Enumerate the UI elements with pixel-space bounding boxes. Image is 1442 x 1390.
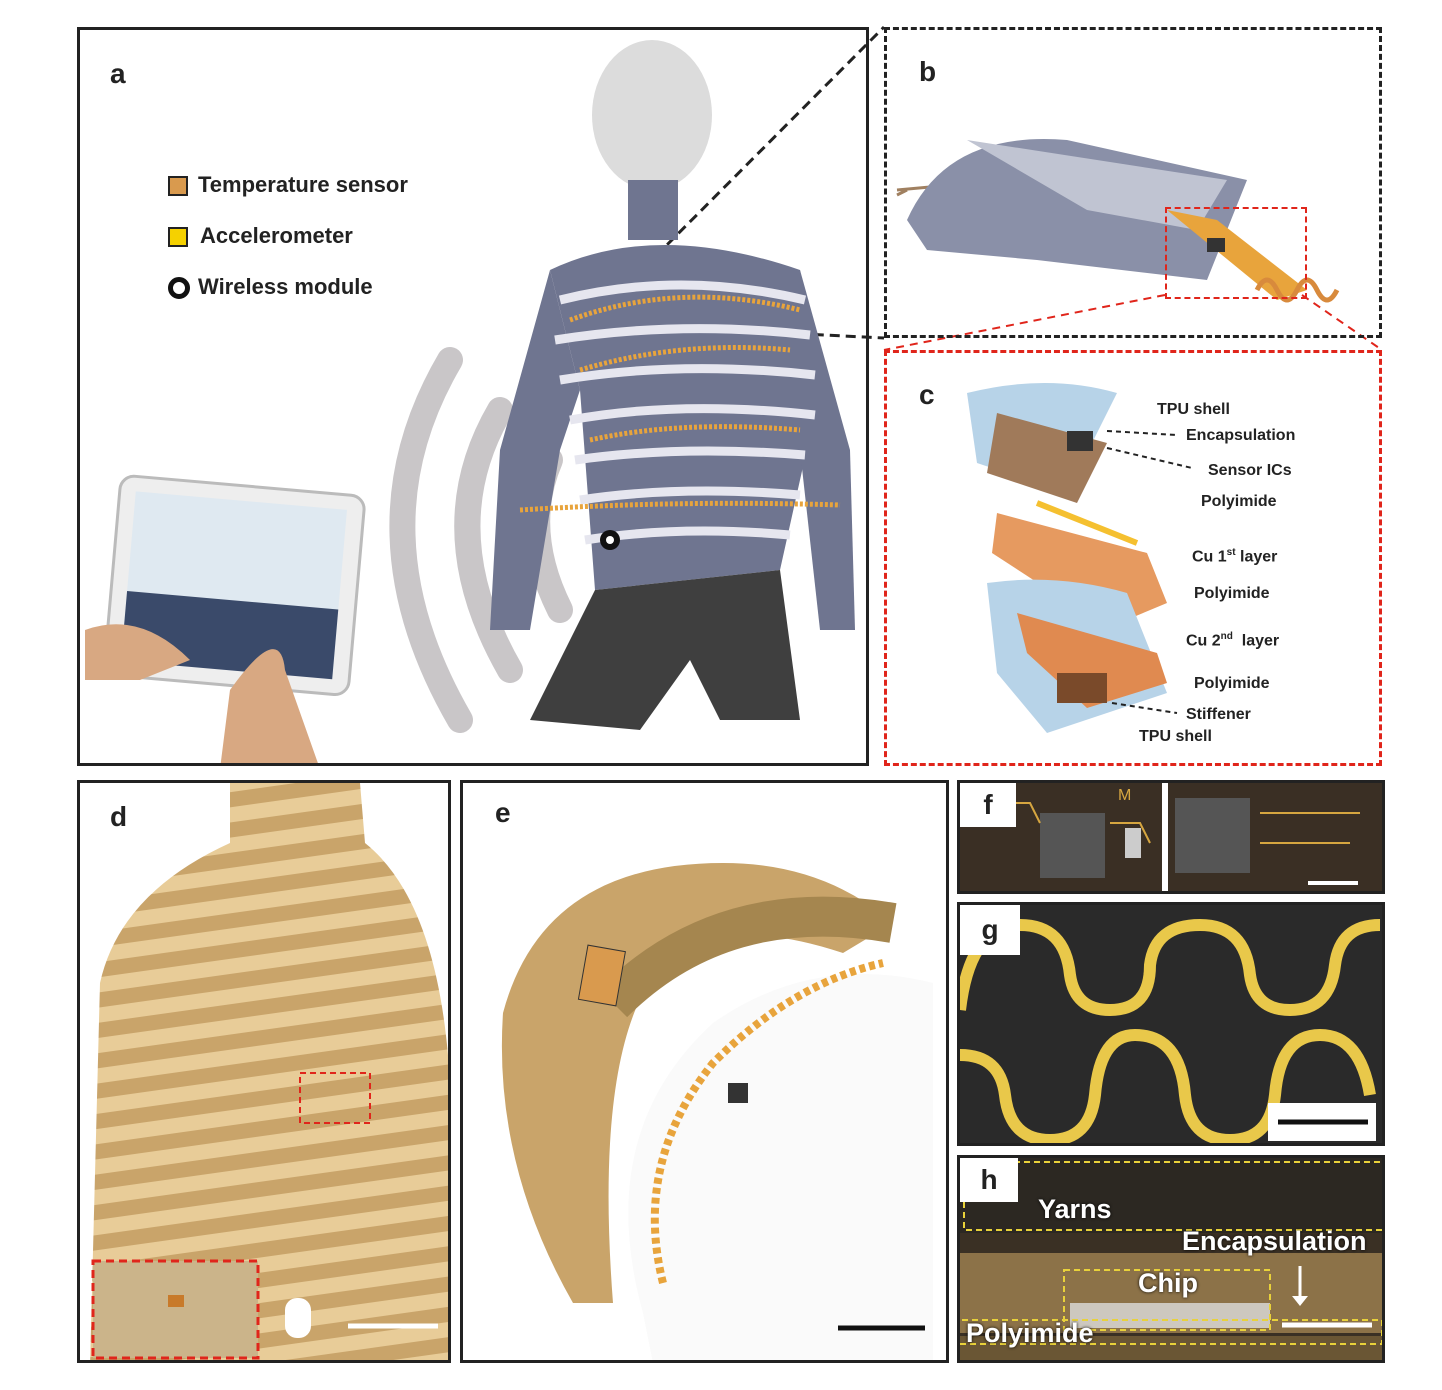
panel-label-b: b: [919, 56, 937, 87]
panel-label-a: a: [110, 58, 126, 89]
panel-c: c TPU shell Encapsulation Sensor ICs Pol…: [884, 350, 1382, 766]
pcb-micrograph: [970, 783, 1360, 891]
panel-label-e: e: [495, 797, 511, 828]
zoom-region-box: [1165, 207, 1307, 299]
arrow-down-icon: [1292, 1296, 1308, 1306]
accelerometer-swatch-icon: [168, 227, 188, 247]
annotation-yarns: Yarns: [1038, 1194, 1112, 1224]
panel-d: d: [77, 780, 451, 1363]
temperature-sensor-swatch-icon: [168, 176, 188, 196]
panel-label-c: c: [919, 379, 935, 410]
annotation-chip: Chip: [1138, 1268, 1198, 1298]
chip-marking: M: [1118, 787, 1132, 804]
fabric-with-sensor-strip-illustration: [896, 139, 1340, 303]
panel-label-h: h: [960, 1158, 1018, 1202]
cross-section-micrograph: [960, 1158, 1382, 1360]
panel-label-g: g: [960, 905, 1020, 955]
layer-label-sensor-ics: Sensor ICs: [1208, 462, 1292, 479]
panel-label-d: d: [110, 801, 128, 832]
panel-f: M f: [957, 780, 1385, 894]
layer-label-stiffener: Stiffener: [1186, 706, 1251, 723]
layer-label-polyimide-3: Polyimide: [1194, 675, 1270, 692]
wristband-photo: [501, 863, 933, 1360]
panel-b: b: [884, 27, 1382, 338]
layer-label-cu-2nd: Cu 2nd layer: [1186, 631, 1280, 650]
panel-a: a Temperature sensor Accelerometer Wirel…: [77, 27, 869, 766]
layer-label-cu-1st: Cu 1st layer: [1192, 547, 1278, 566]
layer-label-tpu-shell-top: TPU shell: [1157, 401, 1230, 418]
annotation-encapsulation: Encapsulation: [1182, 1226, 1367, 1256]
panel-h: h Yarns Encapsulation Chip Polyimide: [957, 1155, 1385, 1363]
wireless-module-circle-icon: [168, 277, 190, 299]
layer-label-encapsulation: Encapsulation: [1186, 427, 1296, 444]
layer-label-polyimide-1: Polyimide: [1201, 493, 1277, 510]
layer-label-tpu-shell-bottom: TPU shell: [1139, 728, 1212, 745]
annotation-polyimide: Polyimide: [966, 1318, 1094, 1348]
smart-shirt-illustration: [85, 40, 855, 763]
exploded-layer-stack-illustration: [967, 383, 1193, 733]
panel-label-f: f: [960, 783, 1016, 827]
panel-g: g: [957, 902, 1385, 1146]
panel-e: e: [460, 780, 949, 1363]
layer-label-polyimide-2: Polyimide: [1194, 585, 1270, 602]
shirt-photo: [90, 783, 448, 1360]
serpentine-interconnect-micrograph: [960, 918, 1381, 1143]
